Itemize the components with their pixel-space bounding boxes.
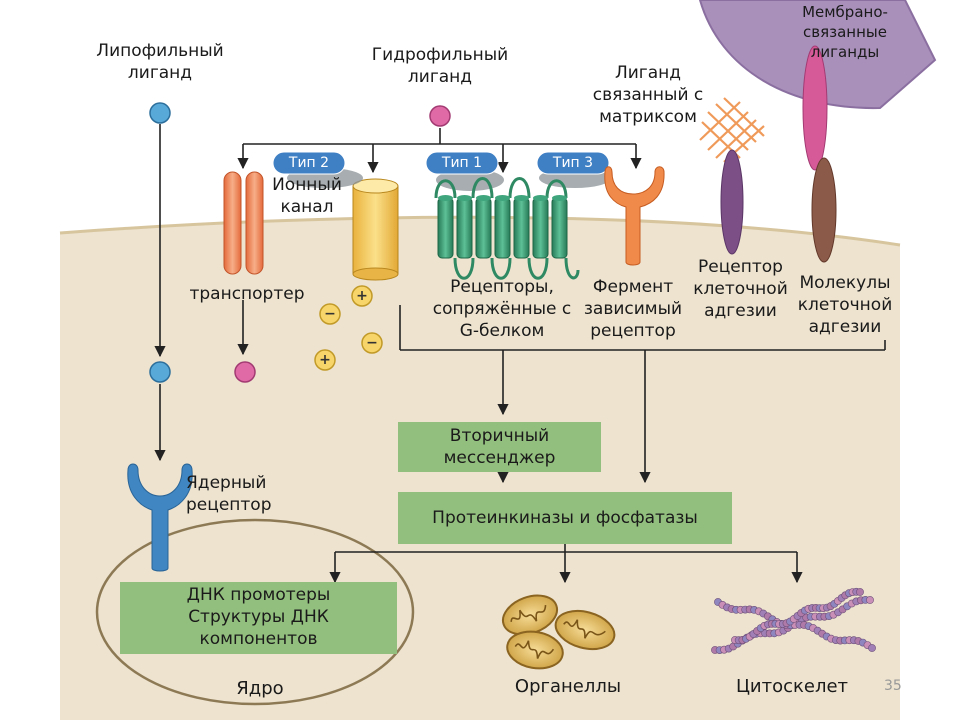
- enzyme-receptor: [604, 166, 665, 266]
- cytoskeleton-bead: [868, 644, 876, 652]
- cytoskeleton-fibers: [711, 587, 876, 654]
- dna-text: ДНК промотеры Структуры ДНК компонентов: [186, 585, 331, 649]
- gpcr-label: Рецепторы, сопряжённые с G-белком: [432, 277, 572, 341]
- dna-box: [120, 582, 397, 654]
- ion-channel: [352, 178, 399, 281]
- lipophilic-ligand-label: Липофильный лиганд: [96, 41, 224, 83]
- adhesion-molecule: [811, 157, 837, 263]
- ions: [314, 285, 383, 371]
- hydrophilic-ligand: [429, 105, 451, 127]
- hydrophilic-ligand-label: Гидрофильный лиганд: [371, 45, 509, 87]
- lipophilic-ligand: [149, 102, 171, 124]
- ion-minus-1: −: [324, 306, 336, 322]
- type2-label: Тип 2: [288, 155, 330, 171]
- organelles-label: Органеллы: [514, 676, 622, 697]
- hydrophilic-ligand-inside: [234, 361, 256, 383]
- transporter-protein: [223, 171, 264, 275]
- type1-label: Тип 1: [441, 155, 483, 171]
- ligand-distribution-lines: [237, 128, 642, 174]
- adhesion-receptor: [720, 149, 744, 255]
- ion-channel-label: Ионный канал: [272, 175, 342, 217]
- ion-plus-2: +: [319, 352, 331, 368]
- adhesion-molecules-label: Молекулы клеточной адгезии: [797, 273, 893, 337]
- membrane-bound-ligand: [802, 45, 828, 171]
- kinases-text: Протеинкиназы и фосфатазы: [432, 508, 698, 528]
- nuclear-receptor: [127, 463, 193, 572]
- membrane-ligands-label: Мембрано- связанные лиганды: [802, 3, 888, 61]
- cytoskeleton-bead: [856, 588, 864, 596]
- second-messenger-box: [398, 422, 601, 472]
- lipophilic-path: [154, 124, 249, 462]
- ion-minus-2: −: [366, 335, 378, 351]
- nucleus-label: Ядро: [236, 678, 284, 699]
- nuclear-receptor-label: Ядерный рецептор: [186, 473, 272, 515]
- lipophilic-ligand-inside: [149, 361, 171, 383]
- signalling-lines: [329, 305, 886, 584]
- matrix-ligand-label: Лиганд связанный с матриксом: [592, 63, 704, 127]
- second-messenger-text: Вторичный мессенджер: [443, 426, 556, 468]
- type-pills: [272, 151, 610, 175]
- type3-label: Тип 3: [552, 155, 594, 171]
- page-number: 35: [884, 678, 902, 694]
- ion-plus-1: +: [356, 288, 368, 304]
- matrix-ligand: [699, 97, 765, 163]
- mitochondria-group: [501, 594, 616, 670]
- gpcr-protein: [434, 177, 580, 280]
- adhesion-receptor-label: Рецептор клеточной адгезии: [693, 257, 788, 321]
- enzyme-receptor-label: Фермент зависимый рецептор: [583, 277, 683, 341]
- cytoskeleton-label: Цитоскелет: [735, 676, 849, 697]
- kinases-box: [398, 492, 732, 544]
- transporter-label: транспортер: [189, 284, 305, 304]
- cytoskeleton-bead: [866, 596, 874, 604]
